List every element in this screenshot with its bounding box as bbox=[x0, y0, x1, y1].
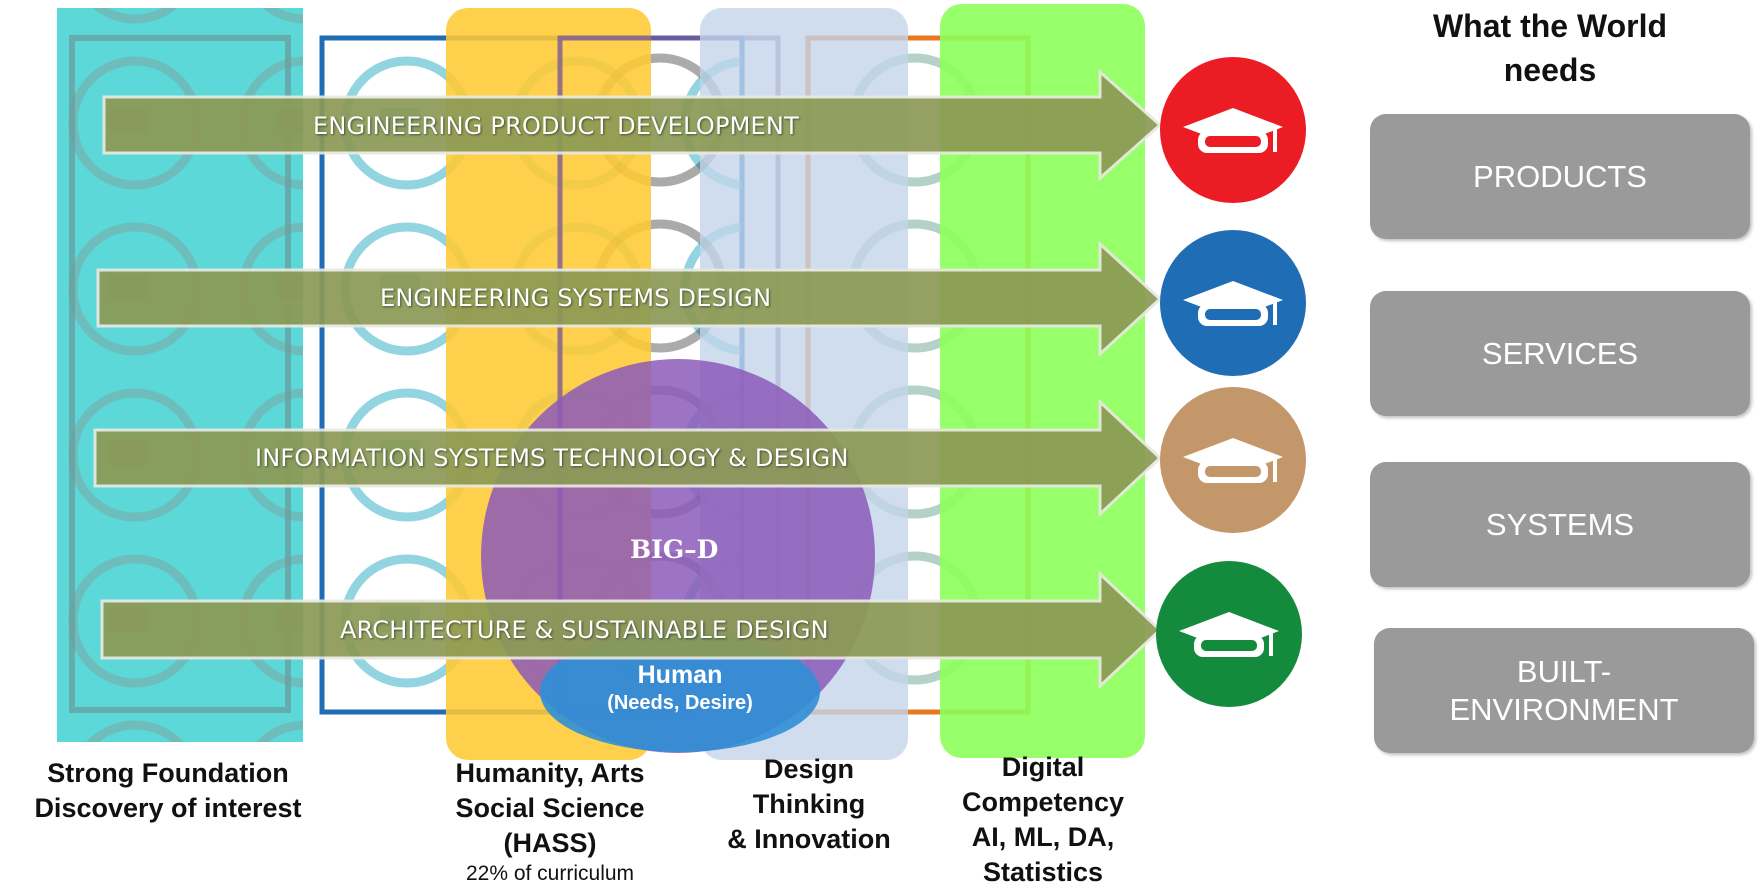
need-products: PRODUCTS bbox=[1370, 114, 1750, 239]
digital-line2: Competency bbox=[961, 787, 1125, 817]
graduation-cap-icon bbox=[1160, 57, 1306, 203]
graduation-cap-icon bbox=[1156, 561, 1302, 707]
design-line3: & Innovation bbox=[727, 824, 891, 854]
need-built-label-2: ENVIRONMENT bbox=[1449, 691, 1679, 727]
graduation-cap-icon bbox=[1160, 387, 1306, 533]
arrow-1 bbox=[102, 68, 1163, 182]
need-systems-label: SYSTEMS bbox=[1485, 506, 1635, 542]
world-title: What the World needs bbox=[1405, 4, 1695, 92]
arrow-label-info: INFORMATION SYSTEMS TECHNOLOGY & DESIGN bbox=[255, 444, 849, 472]
design-line2: Thinking bbox=[752, 789, 866, 819]
need-built-label-1: BUILT- bbox=[1516, 653, 1612, 689]
arrow-label-architecture: ARCHITECTURE & SUSTAINABLE DESIGN bbox=[340, 616, 829, 644]
arrow-4 bbox=[100, 570, 1163, 690]
world-title-line2: needs bbox=[1503, 52, 1597, 88]
hass-note: 22% of curriculum bbox=[465, 862, 635, 885]
need-products-label: PRODUCTS bbox=[1473, 158, 1647, 194]
graduation-cap-icon bbox=[1160, 230, 1306, 376]
need-built-environment: BUILT- ENVIRONMENT bbox=[1374, 628, 1754, 753]
design-line1: Design bbox=[763, 754, 855, 784]
arrow-label-systems: ENGINEERING SYSTEMS DESIGN bbox=[380, 284, 772, 312]
digital-line1: Digital bbox=[1001, 752, 1085, 782]
hass-line2: Social Science bbox=[455, 793, 645, 823]
foundation-line1: Strong Foundation bbox=[47, 758, 289, 788]
human-title: Human bbox=[637, 661, 723, 689]
arrow-3 bbox=[93, 398, 1163, 518]
human-subtitle: (Needs, Desire) bbox=[607, 692, 753, 714]
foundation-inner-frame bbox=[69, 35, 291, 713]
hass-label: Humanity, Arts Social Science (HASS) 22%… bbox=[410, 756, 690, 887]
need-services: SERVICES bbox=[1370, 291, 1750, 416]
arrow-2 bbox=[96, 240, 1163, 358]
hass-line3: (HASS) bbox=[503, 828, 597, 858]
hass-line1: Humanity, Arts bbox=[455, 758, 645, 788]
foundation-label: Strong Foundation Discovery of interest bbox=[0, 756, 336, 826]
digital-line3: AI, ML, DA, bbox=[971, 822, 1115, 852]
digital-line4: Statistics bbox=[982, 857, 1104, 887]
human-ellipse bbox=[540, 632, 820, 752]
need-services-label: SERVICES bbox=[1481, 335, 1639, 371]
arrow-label-product: ENGINEERING PRODUCT DEVELOPMENT bbox=[313, 112, 799, 140]
digital-column bbox=[940, 4, 1145, 758]
need-systems: SYSTEMS bbox=[1370, 462, 1750, 587]
world-title-line1: What the World bbox=[1432, 8, 1668, 44]
digital-label: Digital Competency AI, ML, DA, Statistic… bbox=[936, 750, 1150, 890]
design-label: Design Thinking & Innovation bbox=[700, 752, 918, 857]
bigd-label: BIG–D bbox=[630, 535, 719, 564]
foundation-line2: Discovery of interest bbox=[34, 793, 302, 823]
human-label: Human (Needs, Desire) bbox=[560, 660, 800, 716]
